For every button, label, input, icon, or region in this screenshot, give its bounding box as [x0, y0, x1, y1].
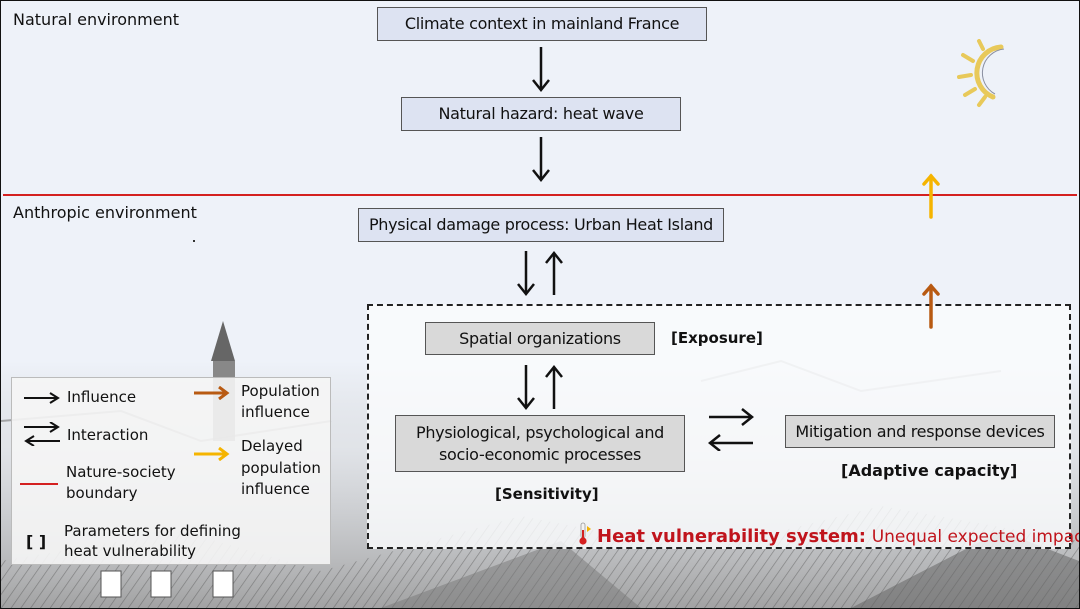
- adaptive-capacity-parameter: [Adaptive capacity]: [841, 461, 1018, 480]
- sun-icon: [957, 39, 1005, 107]
- processes-text-line1: Physiological, psychological and: [415, 422, 665, 442]
- legend-delayed-label-line3: influence: [241, 480, 310, 498]
- legend-interaction-arrows-icon: [24, 422, 60, 446]
- interaction-arrows-processes-mitigation: [707, 408, 755, 451]
- exposure-parameter: [Exposure]: [671, 329, 763, 347]
- influence-arrow-down-2: [532, 137, 550, 183]
- legend-population-label-line2: influence: [241, 403, 310, 421]
- spatial-organizations-box: Spatial organizations: [425, 322, 655, 355]
- legend-delayed-label-line1: Delayed: [241, 437, 303, 455]
- legend-influence-label: Influence: [67, 388, 137, 406]
- anthropic-environment-label: Anthropic environment: [13, 203, 197, 222]
- interaction-arrows-uhi-spatial: [517, 251, 563, 297]
- climate-context-text: Climate context in mainland France: [404, 14, 680, 34]
- legend-interaction-label: Interaction: [67, 426, 149, 444]
- stray-dot: [193, 240, 195, 242]
- legend-population-arrow-icon: [194, 386, 230, 400]
- climate-context-box: Climate context in mainland France: [377, 7, 707, 41]
- sensitivity-parameter: [Sensitivity]: [495, 485, 599, 503]
- mitigation-box: Mitigation and response devices: [785, 415, 1055, 448]
- delayed-population-influence-arrow: [922, 173, 940, 219]
- influence-arrow-down-1: [532, 47, 550, 93]
- legend-boundary-line-icon: [20, 483, 58, 485]
- nature-society-boundary-line: [3, 194, 1077, 196]
- natural-environment-label: Natural environment: [13, 10, 179, 29]
- natural-hazard-text: Natural hazard: heat wave: [438, 104, 644, 124]
- legend-brackets-icon: [ ]: [26, 532, 47, 551]
- mitigation-text: Mitigation and response devices: [795, 421, 1045, 441]
- legend-boundary-label-line2: boundary: [66, 484, 138, 502]
- legend-population-label-line1: Population: [241, 382, 320, 400]
- legend: Influence Interaction Nature-society bou…: [11, 377, 331, 565]
- interaction-arrows-spatial-processes: [517, 365, 563, 411]
- system-subtitle-text: Unequal expected impact: [871, 527, 1080, 547]
- legend-delayed-arrow-icon: [194, 447, 230, 461]
- heat-vulnerability-system-title: Heat vulnerability system: Unequal expec…: [577, 522, 1080, 547]
- natural-hazard-box: Natural hazard: heat wave: [401, 97, 681, 131]
- legend-delayed-label-line2: population: [241, 459, 321, 477]
- system-title-text: Heat vulnerability system:: [597, 526, 866, 547]
- processes-box: Physiological, psychological and socio-e…: [395, 415, 685, 472]
- legend-params-label-line1: Parameters for defining: [64, 522, 241, 540]
- spatial-organizations-text: Spatial organizations: [459, 328, 621, 348]
- thermometer-sun-icon: [579, 522, 591, 545]
- legend-influence-arrow-icon: [24, 392, 60, 404]
- processes-text-line2: socio-economic processes: [439, 444, 641, 464]
- population-influence-arrow: [922, 283, 940, 329]
- urban-heat-island-text: Physical damage process: Urban Heat Isla…: [368, 215, 714, 235]
- urban-heat-island-box: Physical damage process: Urban Heat Isla…: [358, 208, 724, 242]
- legend-boundary-label-line1: Nature-society: [66, 463, 176, 481]
- legend-params-label-line2: heat vulnerability: [64, 542, 197, 560]
